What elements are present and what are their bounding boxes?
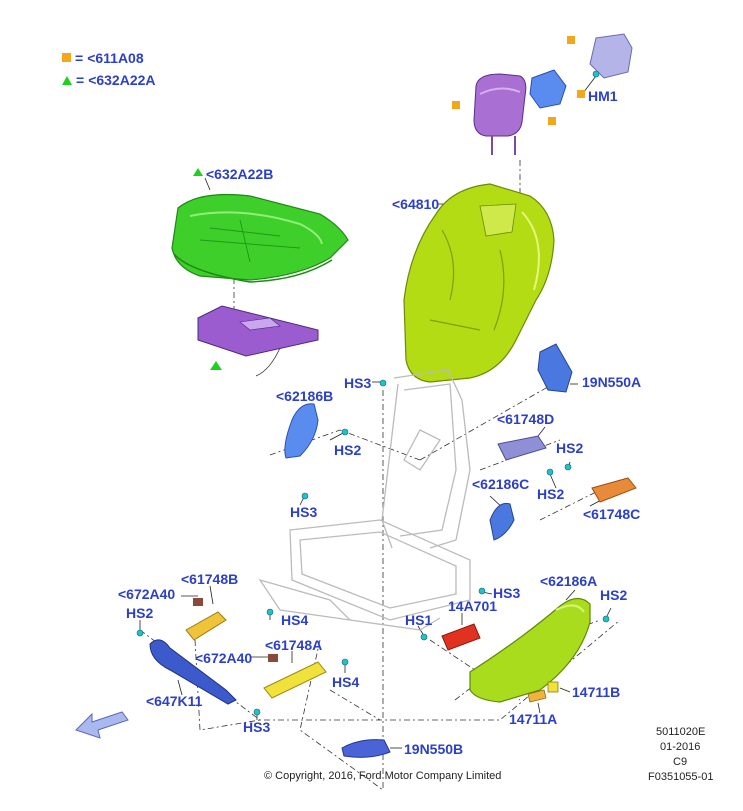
callout-61748d: <61748D bbox=[497, 411, 555, 427]
callout-62186b: <62186B bbox=[276, 388, 334, 404]
callout-hs3-mid: HS3 bbox=[493, 585, 521, 601]
bracket-19n550a bbox=[537, 343, 573, 393]
drawing-date: 01-2016 bbox=[660, 741, 701, 753]
headrest-guide-hm1 bbox=[529, 33, 633, 109]
legend-text: <611A08 bbox=[87, 50, 144, 66]
callout-14a701: 14A701 bbox=[448, 598, 498, 614]
callout-19n550b: 19N550B bbox=[404, 741, 464, 757]
knob-14711a bbox=[527, 689, 547, 703]
callout-61748c: <61748C bbox=[583, 506, 641, 522]
callout-hs2-left: HS2 bbox=[334, 442, 362, 458]
callout-62186a: <62186A bbox=[540, 573, 598, 589]
callout-hs2-right: HS2 bbox=[556, 440, 584, 456]
callout-hs2-far-right: HS2 bbox=[600, 587, 628, 603]
callout-14711a: 14711A bbox=[509, 711, 558, 727]
callout-61748b: <61748B bbox=[181, 571, 239, 587]
shield-62186c bbox=[489, 502, 515, 541]
knob-14711b bbox=[547, 681, 559, 693]
side-shield-62186b bbox=[284, 403, 319, 459]
green-triangle-icon bbox=[62, 76, 72, 85]
fastener-markers bbox=[136, 70, 610, 716]
headrest bbox=[473, 73, 527, 155]
callout-632a22b: <632A22B bbox=[206, 166, 274, 182]
callout-hs3-top: HS3 bbox=[344, 375, 372, 391]
seat-back bbox=[403, 183, 555, 383]
callout-hs2-far-left: HS2 bbox=[126, 605, 154, 621]
trim-647k11 bbox=[149, 639, 237, 705]
callout-19n550a: 19N550A bbox=[582, 374, 642, 390]
cushion-pan bbox=[197, 305, 319, 377]
drawing-code: 5011020E bbox=[656, 726, 706, 738]
legend-item-square: =<611A08 bbox=[62, 50, 144, 66]
callout-hm1: HM1 bbox=[588, 88, 618, 104]
callout-hs1: HS1 bbox=[405, 612, 433, 628]
callout-hs4-a: HS4 bbox=[281, 612, 309, 628]
drawing-figure-number: F0351055-01 bbox=[648, 771, 714, 783]
callout-hs3-left: HS3 bbox=[290, 504, 318, 520]
trim-61748c bbox=[591, 477, 637, 503]
callout-hs3-bottom: HS3 bbox=[243, 719, 271, 735]
callout-14711b: 14711B bbox=[572, 684, 621, 700]
trim-61748d bbox=[497, 435, 547, 461]
orange-square-icon bbox=[62, 53, 71, 62]
callout-61748a: <61748A bbox=[265, 637, 323, 653]
drawing-variant: C9 bbox=[673, 756, 688, 768]
copyright-notice: © Copyright, 2016, Ford Motor Company Li… bbox=[264, 770, 502, 782]
seat-cushion bbox=[171, 193, 349, 283]
callout-hs2-mid: HS2 bbox=[537, 486, 565, 502]
callout-hs4-b: HS4 bbox=[332, 674, 360, 690]
bracket-19n550b bbox=[341, 739, 391, 758]
front-direction-arrow bbox=[75, 711, 129, 739]
legend-item-triangle: =<632A22A bbox=[62, 72, 156, 88]
callout-647k11: <647K11 bbox=[146, 693, 203, 709]
part-markers bbox=[193, 36, 585, 370]
callout-672a40-b: <672A40 bbox=[195, 650, 253, 666]
trim-61748a bbox=[263, 654, 327, 699]
seat-frame bbox=[258, 369, 471, 631]
legend-text: <632A22A bbox=[88, 72, 156, 88]
callout-64810: <64810 bbox=[392, 196, 440, 212]
trim-61748b bbox=[185, 598, 227, 641]
callout-672a40-a: <672A40 bbox=[118, 586, 176, 602]
callout-62186c: <62186C bbox=[472, 476, 530, 492]
shield-62186a bbox=[469, 597, 591, 703]
bracket-14a701 bbox=[441, 623, 481, 651]
